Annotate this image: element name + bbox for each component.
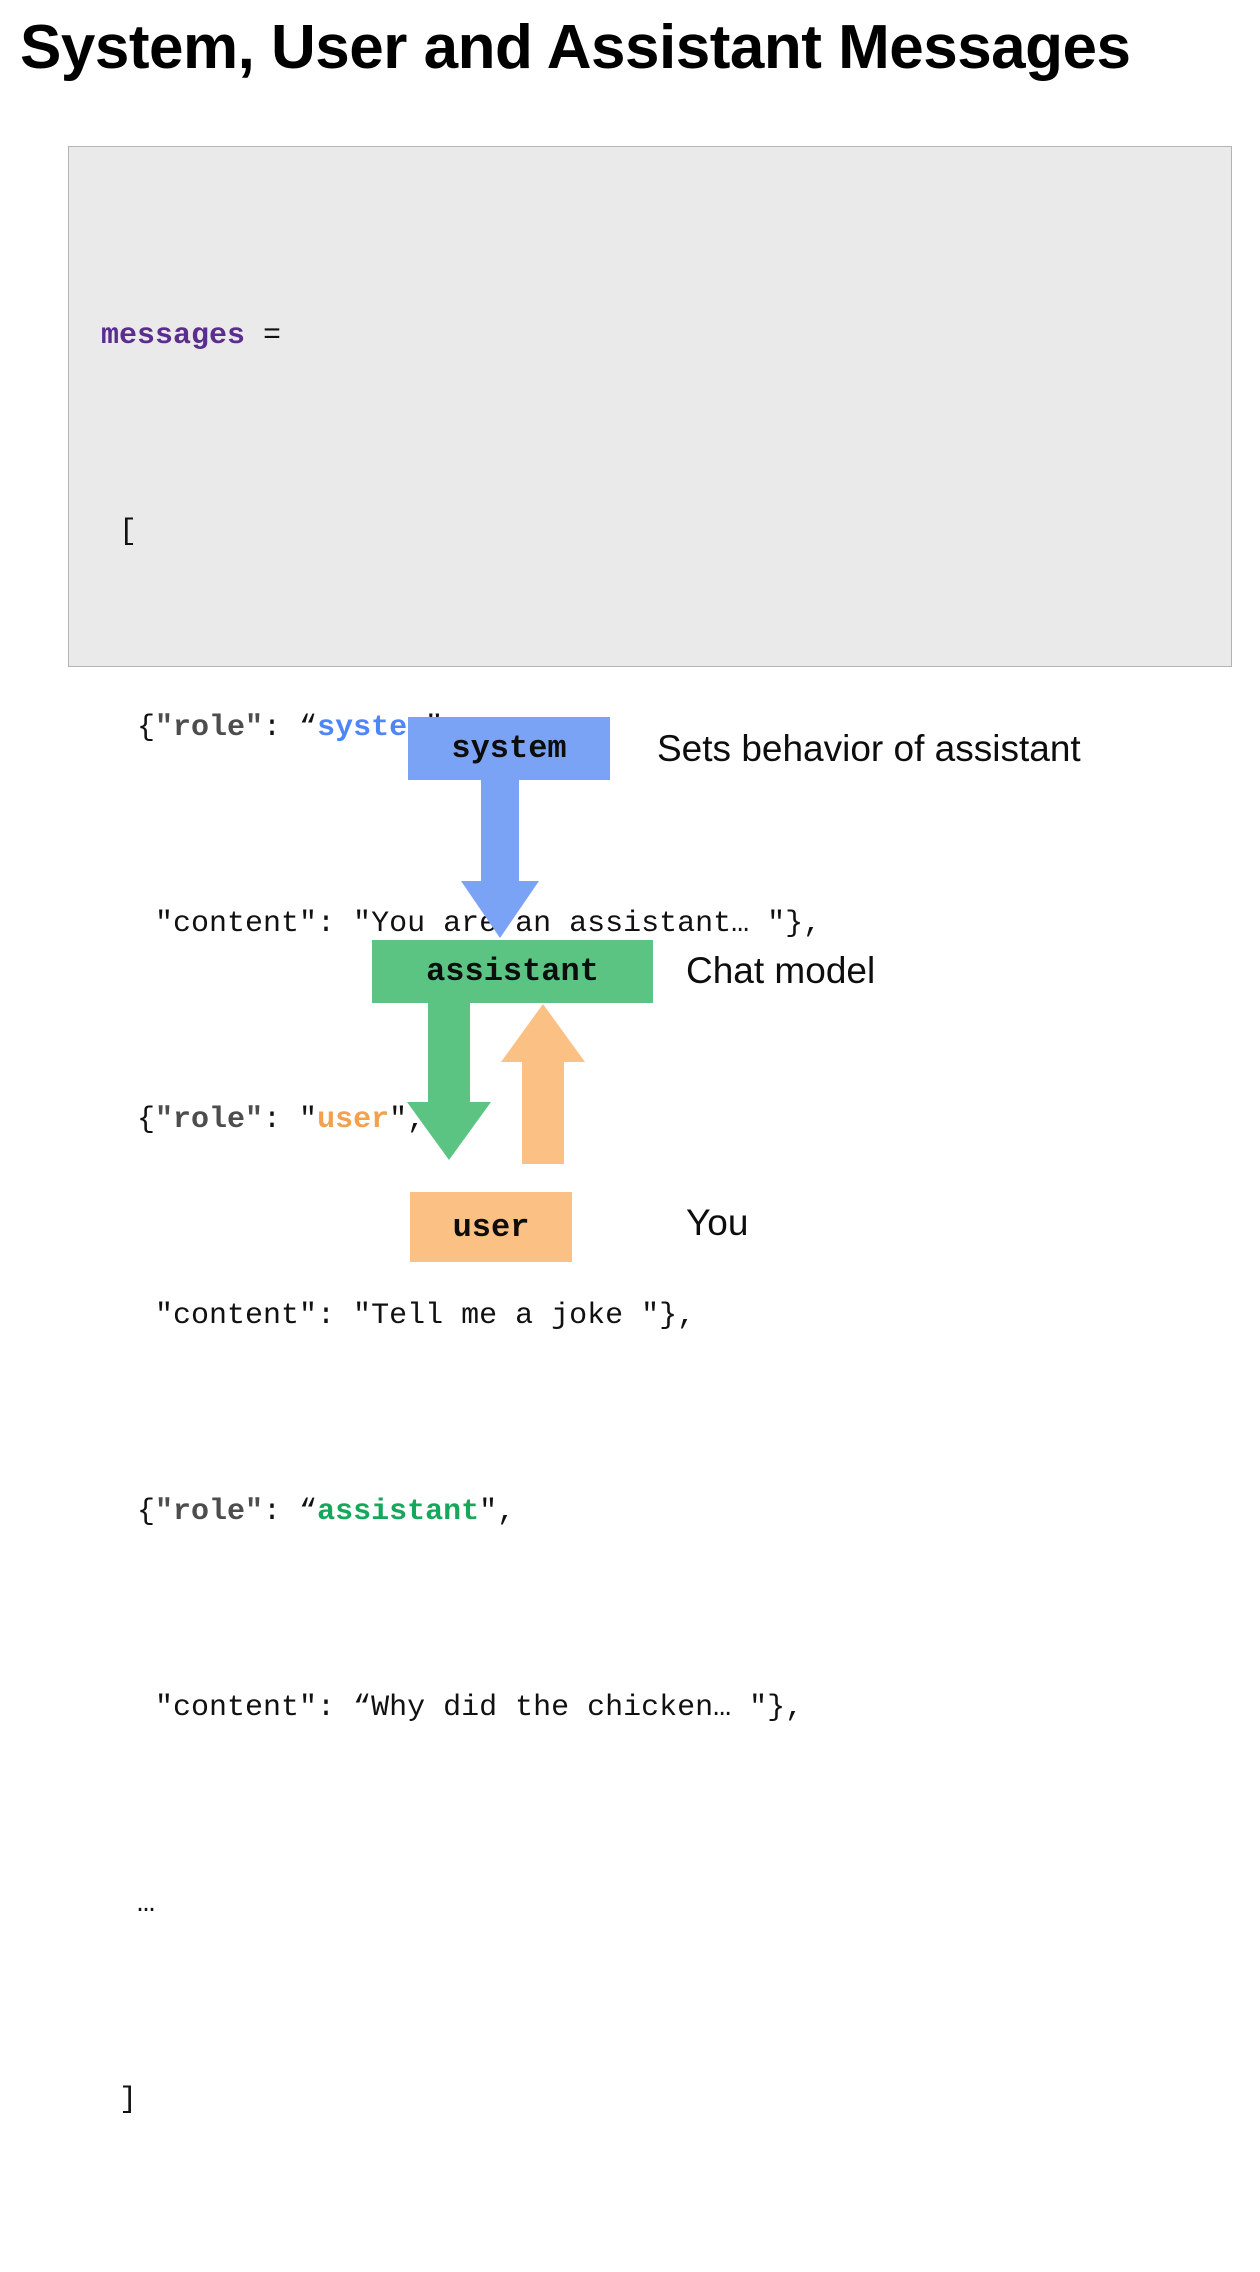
arrow-user-to-assistant-icon	[501, 1004, 585, 1164]
code-block: messages = [ {"role": “system", "content…	[68, 146, 1232, 2117]
code-token-colon: : “	[263, 1495, 318, 1529]
code-token-content-value-assistant: Why did the chicken…	[371, 1691, 750, 1725]
code-token-indent	[101, 1691, 155, 1725]
code-token-content-key: "content"	[155, 907, 318, 941]
code-line-content-system: "content": "You are an assistant… "},	[101, 900, 821, 949]
code-token-colon: : “	[317, 1691, 372, 1725]
code-line-assign: messages =	[101, 312, 821, 361]
node-system[interactable]: system	[408, 717, 610, 780]
node-assistant-description: Chat model	[686, 950, 876, 991]
code-token-colon: : “	[263, 711, 318, 745]
node-assistant[interactable]: assistant	[372, 940, 653, 1003]
arrow-system-to-assistant-icon	[461, 778, 539, 938]
code-token-content-key: "content"	[155, 1691, 318, 1725]
code-token-role-key: "role"	[155, 1495, 264, 1529]
code-token-space	[245, 319, 263, 353]
code-token-content-key: "content"	[155, 1299, 318, 1333]
node-assistant-label: assistant	[426, 953, 599, 990]
code-token-indent: {	[101, 1103, 156, 1137]
code-token-role-value-user: user	[317, 1103, 390, 1137]
code-token-ellipsis: …	[137, 1887, 156, 1921]
arrow-assistant-to-user-icon	[407, 1002, 491, 1160]
code-line-content-assistant: "content": “Why did the chicken… "},	[101, 1684, 821, 1733]
code-token-colon: : "	[263, 1103, 318, 1137]
code-line-close-bracket: ]	[101, 2076, 821, 2125]
code-token-role-key: "role"	[155, 711, 264, 745]
node-user-description: You	[686, 1202, 749, 1243]
code-token-indent	[101, 1887, 137, 1921]
code-token-close-entry: "},	[767, 907, 822, 941]
node-system-description: Sets behavior of assistant	[657, 728, 1081, 769]
code-token-open-bracket: [	[119, 515, 138, 549]
code-token-colon: : "	[317, 1299, 372, 1333]
code-token-indent: {	[101, 711, 156, 745]
code-token-quote-comma: ",	[479, 1495, 516, 1529]
code-token-close-bracket: ]	[119, 2083, 138, 2117]
code-token-variable: messages	[101, 319, 246, 353]
code-token-colon: : "	[317, 907, 372, 941]
code-token-close-entry: "},	[641, 1299, 696, 1333]
code-token-role-value-system: system	[317, 711, 426, 745]
code-line-ellipsis: …	[101, 1880, 821, 1929]
code-token-indent	[101, 1299, 155, 1333]
code-line-open-bracket: [	[101, 508, 821, 557]
message-flow-diagram: system Sets behavior of assistant assist…	[0, 690, 1260, 1282]
code-token-role-value-assistant: assistant	[317, 1495, 480, 1529]
code-token-indent: {	[101, 1495, 156, 1529]
code-token-close-entry: "},	[749, 1691, 804, 1725]
page-title: System, User and Assistant Messages	[20, 13, 1131, 82]
code-token-assign-operator: =	[263, 319, 282, 353]
code-line-content-user: "content": "Tell me a joke "},	[101, 1292, 821, 1341]
code-line-role-system: {"role": “system",	[101, 704, 821, 753]
code-line-role-user: {"role": "user",	[101, 1096, 821, 1145]
node-system-label: system	[451, 730, 567, 767]
code-token-content-value-system: You are an assistant…	[371, 907, 768, 941]
node-user-label: user	[452, 1208, 530, 1246]
code-token-role-key: "role"	[155, 1103, 264, 1137]
code-token-indent	[101, 515, 119, 549]
code-token-content-value-user: Tell me a joke	[371, 1299, 642, 1333]
node-user[interactable]: user	[410, 1192, 572, 1262]
code-token-indent	[101, 2083, 119, 2117]
code-line-role-assistant: {"role": “assistant",	[101, 1488, 821, 1537]
